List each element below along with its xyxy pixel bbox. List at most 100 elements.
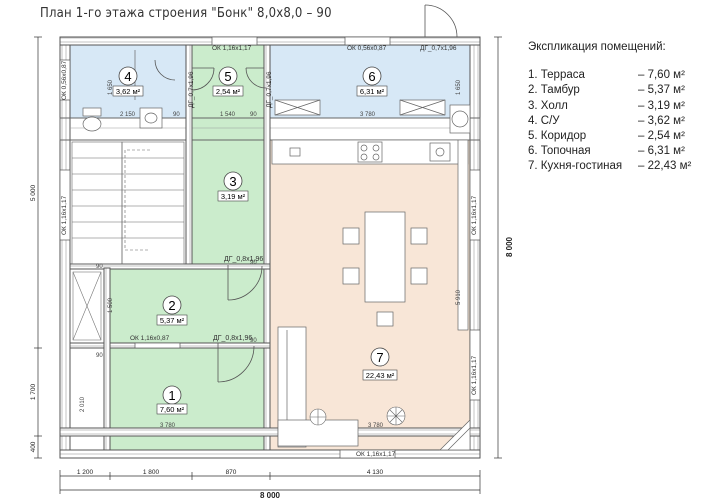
dim-label: 90: [250, 260, 257, 266]
legend-row-1: 1. Терраса – 7,60 м²: [528, 68, 698, 83]
room-label-6: 6 6,31 м²: [356, 66, 388, 97]
boiler-equipment: [274, 99, 471, 134]
door-label: ДГ_0,7х1,96: [266, 71, 273, 108]
room-label-4: 4 3,62 м²: [112, 66, 144, 97]
door-label: ДГ_0,8х1,96: [224, 256, 263, 263]
plan-title: План 1-го этажа строения "Бонк" 8,0х8,0 …: [40, 6, 332, 21]
legend-label: 3. Холл: [528, 99, 568, 112]
fireplace: [439, 419, 471, 451]
staircase: [71, 141, 185, 265]
dim-label: 3 780: [160, 423, 176, 429]
room-area: 7,60 м²: [160, 405, 185, 414]
plant-icon: [309, 408, 327, 426]
dim-label: 1 700: [30, 383, 37, 400]
legend-value: – 22,43 м²: [638, 160, 692, 173]
window-label: ОК 1,16х1,17: [61, 195, 68, 235]
dim-label: 90: [250, 112, 257, 118]
dim-total-width: 8 000: [260, 491, 281, 500]
legend-label: 6. Топочная: [528, 145, 591, 158]
window-label: ОК 1,16х1,17: [212, 45, 252, 52]
legend-value: – 6,31 м²: [638, 145, 685, 158]
legend-row-3: 3. Холл – 3,19 м²: [528, 99, 698, 114]
legend-label: 4. С/У: [528, 114, 560, 127]
dim-label: 1 800: [143, 469, 160, 476]
plant-icon: [386, 406, 406, 426]
windows: [59, 36, 481, 459]
legend-row-4: 4. С/У – 3,62 м²: [528, 114, 698, 129]
window-label: ОК 1,16х1,17: [471, 195, 478, 235]
room-label-7: 7 22,43 м²: [362, 347, 398, 381]
outer-dimension-labels: 1 200 1 800 870 4 130 8 000 5 000 1 700 …: [30, 184, 514, 500]
dim-label: 4 130: [367, 469, 384, 476]
room-area: 2,54 м²: [216, 87, 241, 96]
dim-label: 5 910: [456, 289, 462, 305]
dim-label: 3 780: [368, 423, 384, 429]
room-number: 1: [168, 388, 175, 403]
room-label-3: 3 3,19 м²: [217, 171, 249, 202]
room-label-5: 5 2,54 м²: [212, 66, 244, 97]
dim-total-height: 8 000: [505, 236, 514, 257]
legend-value: – 2,54 м²: [638, 130, 685, 143]
dim-label: 90: [173, 112, 180, 118]
legend-label: 1. Терраса: [528, 69, 585, 82]
room-2-fill: [110, 268, 270, 348]
outer-dimensions: [34, 36, 502, 494]
room-number: 5: [224, 69, 231, 84]
room-number: 7: [376, 350, 383, 365]
legend-value: – 3,19 м²: [638, 99, 685, 112]
legend-row-5: 5. Коридор – 2,54 м²: [528, 129, 698, 144]
dim-label: 2 150: [120, 112, 136, 118]
dim-label: 1 200: [77, 469, 94, 476]
dim-label: 870: [226, 469, 237, 476]
kitchen-counter: [271, 139, 469, 331]
legend-label: 2. Тамбур: [528, 84, 580, 97]
dim-label: 1 650: [108, 79, 114, 95]
room-area: 3,19 м²: [221, 192, 246, 201]
dining-set: [342, 211, 428, 327]
room-number: 2: [168, 298, 175, 313]
inner-dimensions: 2 150 1 540 3 780 3 780 3 780 90 90 90 9…: [80, 79, 462, 429]
outer-walls: [59, 36, 481, 459]
dim-label: 90: [96, 353, 103, 359]
dim-label: 90: [96, 264, 103, 270]
dim-label: 90: [250, 338, 257, 344]
room-number: 3: [229, 174, 236, 189]
stair-area-fill: [70, 140, 192, 268]
doors: [154, 4, 458, 383]
room-label-1: 1 7,60 м²: [156, 385, 188, 415]
legend-value: – 5,37 м²: [638, 84, 685, 97]
window-label: ОК 1,16х1,17: [471, 355, 478, 395]
legend-label: 7. Кухня-гостиная: [528, 160, 623, 173]
dim-label: 3 780: [360, 112, 376, 118]
legend-row-7: 7. Кухня-гостиная – 22,43 м²: [528, 159, 698, 174]
legend-value: – 3,62 м²: [638, 114, 685, 127]
window-label: ОК 1,16х0,87: [130, 335, 170, 342]
closet-details: [72, 271, 102, 341]
legend-row-6: 6. Топочная – 6,31 м²: [528, 144, 698, 159]
room-number: 6: [368, 69, 375, 84]
legend-row-2: 2. Тамбур – 5,37 м²: [528, 83, 698, 98]
room-legend: Экспликация помещений: 1. Терраса – 7,60 …: [528, 40, 698, 175]
room-area: 3,62 м²: [116, 87, 141, 96]
dim-label: 400: [30, 441, 37, 452]
room-labels: 4 3,62 м² 5 2,54 м² 6 6,31 м² 3 3,19 м² …: [112, 66, 398, 415]
legend-heading: Экспликация помещений:: [528, 41, 666, 53]
room-area: 5,37 м²: [160, 316, 185, 325]
legend-label: 5. Коридор: [528, 130, 587, 143]
window-label: ОК 0,56х0,87: [347, 45, 387, 52]
dim-label: 5 000: [30, 184, 37, 201]
opening-labels: ОК 1,16х1,17 ОК 0,56х0,87 ДГ_0,7х1,96 ДГ…: [61, 45, 478, 458]
room-area: 22,43 м²: [366, 371, 395, 380]
door-label: ДГ_0,7х1,96: [188, 71, 195, 108]
dim-label: 1 650: [456, 79, 462, 95]
room-number: 4: [124, 69, 131, 84]
window-label: ОК 1,16х1,17: [356, 451, 396, 458]
door-label: ДГ_0,8х1,96: [213, 335, 252, 342]
room-label-2: 2 5,37 м²: [156, 295, 188, 326]
window-label: ОК 0,56х0,87: [61, 60, 68, 100]
dim-label: 1 540: [220, 112, 236, 118]
door-label: ДГ_0,7х1,96: [420, 45, 457, 52]
sofa: [277, 326, 359, 448]
legend-value: – 7,60 м²: [638, 69, 685, 82]
